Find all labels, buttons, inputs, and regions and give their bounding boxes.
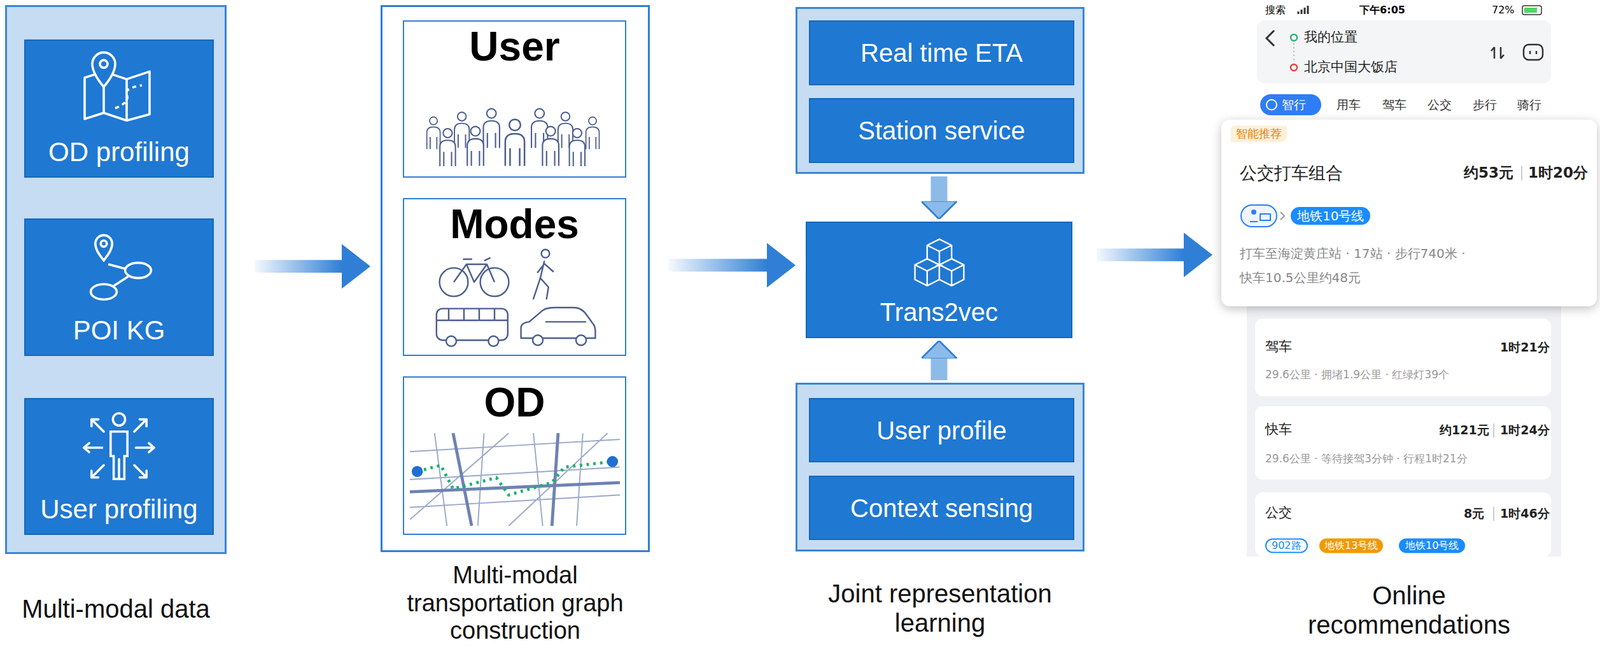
icon <box>409 431 620 527</box>
module-box: Real time ETA <box>808 20 1075 86</box>
screen-text: 驾车 <box>1265 338 1292 355</box>
flow-arrow <box>668 259 767 272</box>
box-label: User <box>469 24 560 69</box>
group-panel: OD profilingPOI KGUser profilingMulti-mo… <box>5 5 227 554</box>
feed-arrow <box>931 176 948 202</box>
screen-text: 快车10.5公里约48元 <box>1239 269 1361 286</box>
category-box: OD profiling <box>24 39 214 178</box>
category-box: User profiling <box>24 397 214 535</box>
box-label: User profile <box>876 415 1007 445</box>
route-tag: 智能推荐 <box>1230 125 1287 142</box>
box-label: Modes <box>449 201 580 247</box>
model-box: Trans2vec <box>805 221 1073 338</box>
route-tag: 地铁13号线 <box>1319 537 1383 553</box>
screen-text: 1时21分 <box>1500 339 1550 355</box>
icon <box>416 99 614 170</box>
route-tag: 地铁10号线 <box>1290 206 1371 225</box>
stage-caption: Online recommendations <box>1288 580 1530 639</box>
box-label: Real time ETA <box>860 38 1023 68</box>
screen-text: 下午6:05 <box>1359 3 1406 16</box>
box-label: OD profiling <box>48 136 190 168</box>
icon <box>71 405 167 482</box>
graph-part-box: Modes <box>402 197 627 356</box>
screen-text: 公交 <box>1427 97 1452 113</box>
box-label: Trans2vec <box>880 297 998 327</box>
screen-text: 约53元 <box>1463 164 1514 183</box>
group-panel: UserModesODMulti-modal transportation gr… <box>380 5 650 552</box>
screen-text: 1时46分 <box>1500 505 1550 521</box>
graph-part-box: User <box>402 20 627 178</box>
flow-arrow <box>1096 248 1184 261</box>
screen-text: 1时24分 <box>1500 422 1550 438</box>
stage-caption: Multi-modal transportation graph constru… <box>388 561 643 645</box>
screen-text: 1时20分 <box>1528 164 1588 183</box>
icon <box>907 232 972 295</box>
screen-text: 步行 <box>1472 97 1497 113</box>
flow-arrow <box>254 259 342 273</box>
screen-text: 智行 <box>1281 97 1306 113</box>
screen-text: 驾车 <box>1382 97 1407 113</box>
screen-text: 72% <box>1491 3 1515 16</box>
screen-text: 公交打车组合 <box>1239 162 1343 184</box>
group-panel: Real time ETA Station service <box>795 7 1085 174</box>
route-tag: 902路 <box>1265 537 1308 553</box>
icon <box>422 246 608 349</box>
module-box: Station service <box>808 98 1075 163</box>
box-label: Context sensing <box>850 493 1033 523</box>
screen-text: 29.6公里 · 拥堵1.9公里 · 红绿灯39个 <box>1265 367 1450 381</box>
icon <box>71 47 167 124</box>
screen-text: 我的位置 <box>1304 29 1358 46</box>
stage-caption: Multi-modal data <box>0 593 244 624</box>
category-box: POI KG <box>24 218 214 356</box>
screen-text: 约121元 <box>1439 422 1490 438</box>
box-label: User profiling <box>40 493 198 525</box>
screen-text: 快车 <box>1265 421 1292 438</box>
group-panel: User profileContext sensingJoint represe… <box>795 382 1085 552</box>
route-tag: 地铁10号线 <box>1398 537 1466 553</box>
screen-text: 骑行 <box>1517 97 1542 113</box>
screen-text: 北京中国大饭店 <box>1304 59 1398 76</box>
screen-text: 29.6公里 · 等待接驾3分钟 · 行程1时21分 <box>1265 451 1468 465</box>
box-label: POI KG <box>73 315 166 346</box>
graph-part-box: OD <box>402 376 627 535</box>
screen-text: 搜索 <box>1265 3 1286 16</box>
screen-text: 用车 <box>1336 97 1361 113</box>
screen-text: 公交 <box>1265 504 1292 521</box>
box-label: Station service <box>857 115 1025 146</box>
feed-arrow <box>931 358 948 380</box>
module-box: Context sensing <box>808 475 1075 540</box>
module-box: User profile <box>808 397 1075 463</box>
screen-text: 8元 <box>1463 505 1485 521</box>
icon <box>71 225 167 303</box>
box-label: OD <box>484 379 546 425</box>
screen-text: 打车至海淀黄庄站 · 17站 · 步行740米 · <box>1239 245 1466 261</box>
stage-caption: Joint representation learning <box>800 578 1081 638</box>
